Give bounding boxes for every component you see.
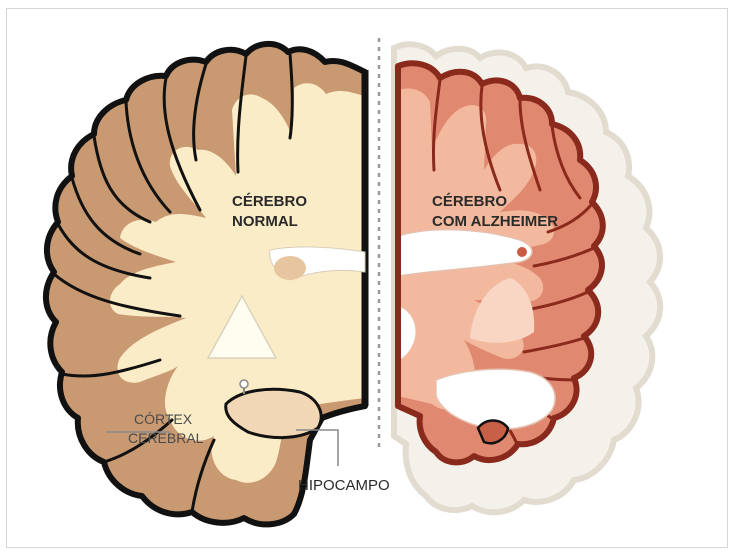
alzheimer-brain: [394, 44, 660, 512]
alz-nucleus: [517, 247, 527, 257]
normal-brain: [46, 44, 365, 524]
normal-brain-label-line2: NORMAL: [232, 213, 298, 230]
alzheimer-brain-label-line2: COM ALZHEIMER: [432, 213, 558, 230]
normal-brain-label-line1: CÉREBRO: [232, 193, 307, 210]
normal-nucleus: [274, 256, 306, 280]
normal-hippocampus-dot: [240, 380, 248, 388]
hippocampus-label: HIPOCAMPO: [298, 477, 390, 494]
cortex-label-line2: CEREBRAL: [128, 430, 204, 446]
alzheimer-brain-label-line1: CÉREBRO: [432, 193, 507, 210]
cortex-label-line1: CÓRTEX: [134, 411, 193, 427]
